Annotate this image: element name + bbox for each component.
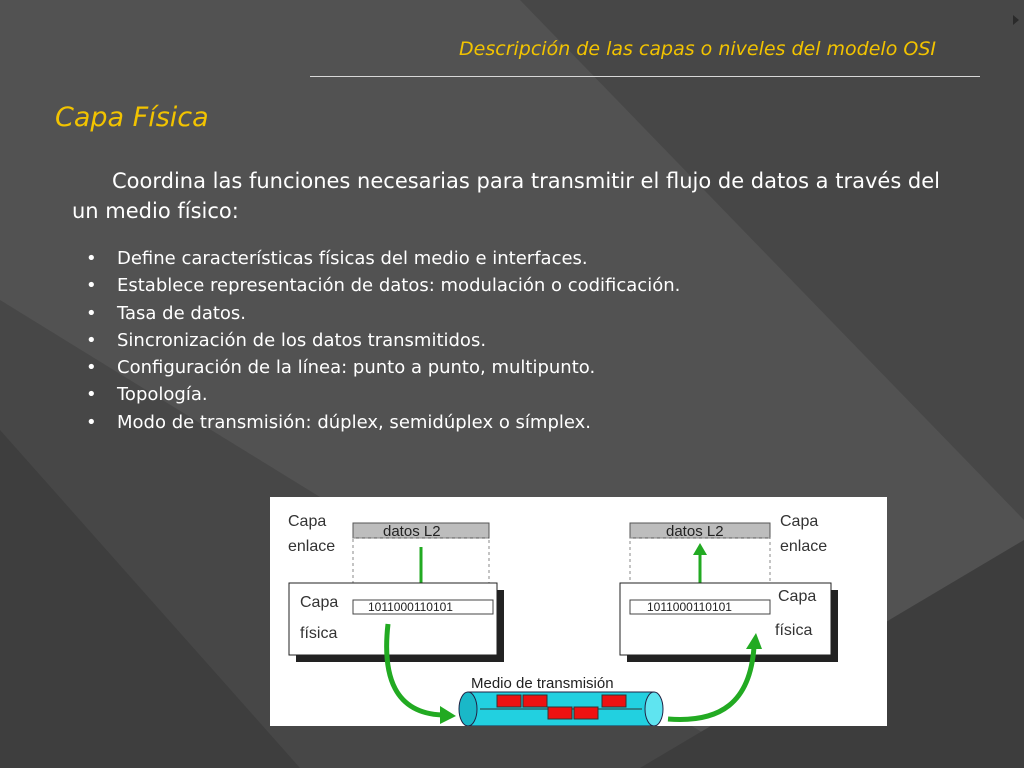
medium-cylinder-left-end bbox=[458, 691, 478, 726]
list-item: • Modo de transmisión: dúplex, semidúplex… bbox=[86, 409, 680, 436]
left-link-layer-label-2: enlace bbox=[288, 538, 335, 555]
right-physical-label-1: Capa bbox=[778, 588, 816, 605]
header-title: Descripción de las capas o niveles del m… bbox=[459, 38, 936, 60]
signal-pulse bbox=[573, 706, 599, 720]
list-item-text: Configuración de la línea: punto a punto… bbox=[117, 357, 596, 379]
signal-pulse bbox=[522, 694, 548, 708]
right-link-layer-label-1: Capa bbox=[780, 513, 818, 530]
list-item-text: Sincronización de los datos transmitidos… bbox=[117, 329, 487, 351]
medium-label: Medio de transmisión bbox=[471, 675, 614, 692]
signal-pulse bbox=[547, 706, 573, 720]
left-physical-label-1: Capa bbox=[300, 594, 338, 611]
left-physical-label-2: física bbox=[300, 625, 337, 642]
bullet-list: • Define características físicas del medi… bbox=[86, 245, 680, 436]
list-item: • Tasa de datos. bbox=[86, 300, 680, 327]
right-link-layer-label-2: enlace bbox=[780, 538, 827, 555]
right-bits-field bbox=[629, 599, 771, 615]
left-curve-arrow-icon bbox=[440, 706, 456, 724]
intro-paragraph: Coordina las funciones necesarias para t… bbox=[72, 169, 941, 223]
slide-heading: Capa Física bbox=[55, 102, 209, 133]
list-item-text: Modo de transmisión: dúplex, semidúplex … bbox=[117, 411, 592, 433]
list-item-text: Establece representación de datos: modul… bbox=[117, 275, 681, 297]
left-physical-box bbox=[288, 582, 498, 656]
signal-pulse bbox=[496, 694, 522, 708]
left-data-frame bbox=[352, 537, 490, 603]
right-physical-label-2: física bbox=[775, 622, 812, 639]
medium-cylinder-right-end bbox=[644, 691, 664, 726]
signal-pulse bbox=[601, 694, 627, 708]
bullet-icon: • bbox=[86, 248, 97, 269]
right-curve-arrow-shaft bbox=[667, 646, 757, 722]
right-bits: 1011000110101 bbox=[647, 600, 732, 614]
list-item-text: Topología. bbox=[117, 384, 208, 406]
left-bits: 1011000110101 bbox=[368, 600, 453, 614]
right-data-label: datos L2 bbox=[666, 523, 724, 540]
bullet-icon: • bbox=[86, 302, 97, 324]
list-item-text: Tasa de datos. bbox=[117, 302, 247, 324]
bullet-icon: • bbox=[86, 275, 97, 297]
list-item: • Define características físicas del medi… bbox=[86, 245, 680, 272]
bullet-icon: • bbox=[86, 411, 97, 433]
right-curve-arrow-icon bbox=[746, 633, 762, 649]
left-link-layer-label-1: Capa bbox=[288, 513, 326, 530]
right-data-header bbox=[629, 522, 771, 539]
physical-layer-diagram: Capa enlace datos L2 Capa física 1011000… bbox=[270, 497, 887, 726]
diagram-canvas: Capa enlace datos L2 Capa física 1011000… bbox=[288, 513, 838, 726]
right-up-arrow-icon bbox=[693, 543, 707, 555]
list-item: • Sincronización de los datos transmitido… bbox=[86, 327, 680, 354]
bullet-icon: • bbox=[86, 384, 97, 406]
list-item: • Topología. bbox=[86, 381, 680, 408]
list-item-text: Define características físicas del medio… bbox=[117, 248, 588, 269]
bullet-icon: • bbox=[86, 329, 97, 351]
header-divider bbox=[310, 76, 980, 77]
left-data-label: datos L2 bbox=[383, 523, 441, 540]
left-curve-arrow-shaft bbox=[384, 623, 443, 718]
bullet-icon: • bbox=[86, 357, 97, 379]
right-physical-box bbox=[619, 582, 832, 656]
list-item: • Establece representación de datos: modu… bbox=[86, 272, 680, 299]
list-item: • Configuración de la línea: punto a punt… bbox=[86, 354, 680, 381]
left-bits-field bbox=[352, 599, 494, 615]
